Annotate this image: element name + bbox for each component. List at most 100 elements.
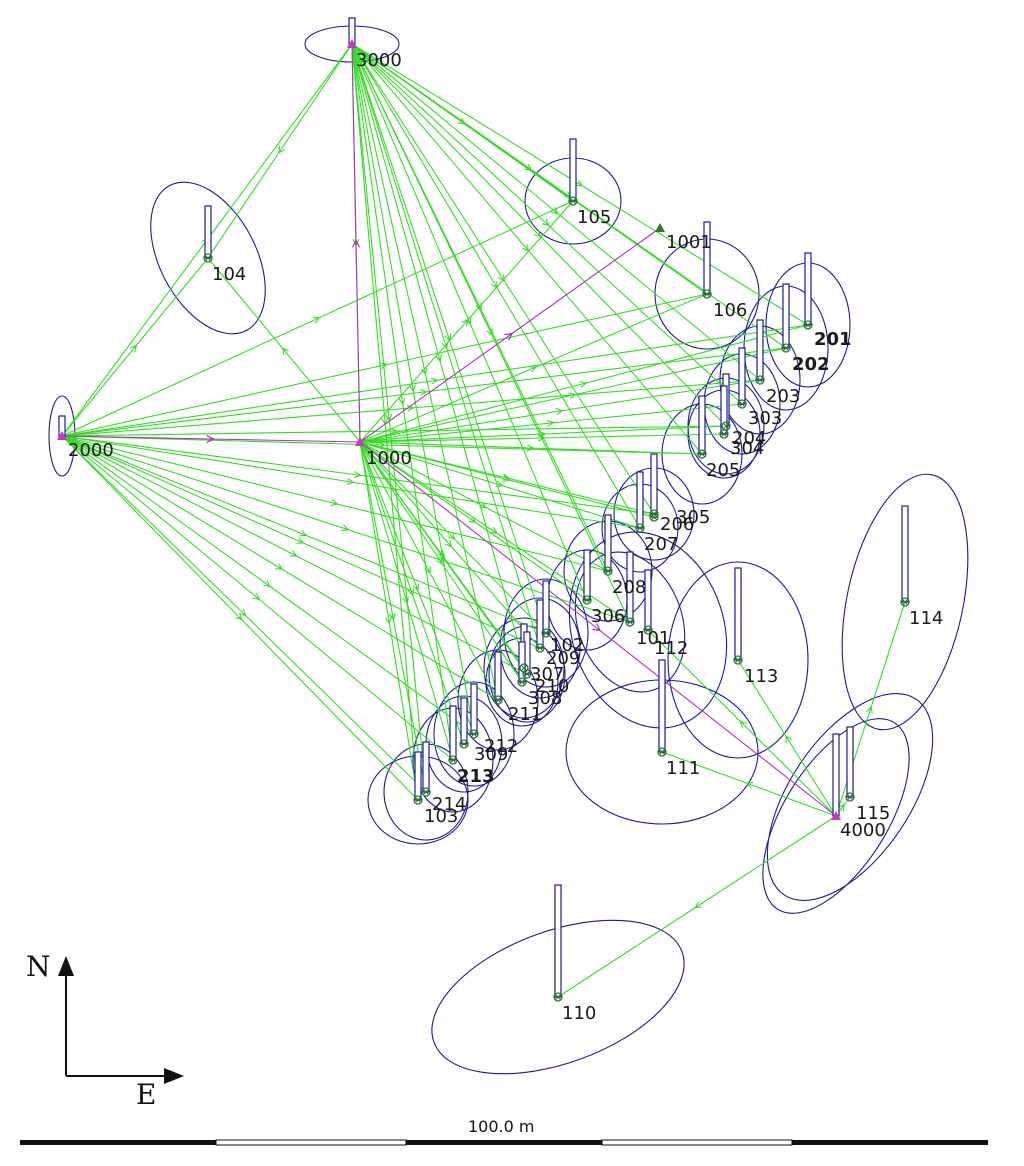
observation-line-3000-209 xyxy=(351,43,541,649)
station-marker-203 xyxy=(755,375,765,385)
error-ellipse-112 xyxy=(568,531,728,729)
station-label-308: 308 xyxy=(528,688,562,709)
station-marker-103 xyxy=(413,795,423,805)
scale-bar-segment xyxy=(601,1139,793,1146)
station-label-214: 214 xyxy=(432,794,466,815)
station-marker-104 xyxy=(203,253,213,263)
error-ellipse-102 xyxy=(503,578,589,688)
observation-line-1000-210 xyxy=(359,441,528,675)
scale-bar-label: 100.0 m xyxy=(468,1117,534,1136)
observation-line-1000-309 xyxy=(359,441,465,745)
observation-line-1000-208 xyxy=(359,441,609,572)
observation-line-1000-305 xyxy=(359,441,655,518)
observation-line-1000-204 xyxy=(359,425,727,443)
observation-line-2000-212 xyxy=(61,435,475,735)
observation-line-2000-208 xyxy=(61,435,609,572)
scale-bar: 100.0 m xyxy=(20,1117,988,1146)
height-error-bar-105 xyxy=(569,138,577,202)
observation-line-3000-207 xyxy=(351,43,641,529)
station-label-2000: 2000 xyxy=(68,440,114,461)
height-error-bar-206 xyxy=(650,453,658,515)
observation-line-3000-214 xyxy=(351,43,427,793)
height-error-bar-103 xyxy=(414,751,422,801)
station-marker-209 xyxy=(535,643,545,653)
observation-line-2000-213 xyxy=(61,435,454,761)
observation-line-2000-207 xyxy=(61,435,641,529)
height-error-bar-115 xyxy=(846,726,854,798)
observation-line-1000-214 xyxy=(359,441,427,793)
observation-line-3000-201 xyxy=(351,43,809,326)
station-marker-205 xyxy=(697,449,707,459)
station-marker-211 xyxy=(493,695,503,705)
station-label-211: 211 xyxy=(508,704,542,725)
height-error-bar-102 xyxy=(542,580,550,634)
station-label-105: 105 xyxy=(577,207,611,228)
height-error-bar-306 xyxy=(583,549,591,601)
station-marker-102 xyxy=(541,628,551,638)
station-label-113: 113 xyxy=(744,666,778,687)
observation-line-2000-203 xyxy=(61,379,761,437)
observation-line-3000-103 xyxy=(351,43,419,801)
north-arrow-head xyxy=(58,956,74,976)
station-marker-212 xyxy=(469,729,479,739)
observation-line-3000-104 xyxy=(207,43,353,259)
observation-line-3000-202 xyxy=(351,43,787,349)
observation-line-2000-105 xyxy=(61,200,574,437)
station-marker-115 xyxy=(845,792,855,802)
station-label-202: 202 xyxy=(792,354,830,375)
observation-line-3000-203 xyxy=(351,43,761,381)
station-label-115: 115 xyxy=(856,803,890,824)
scale-bar-segment xyxy=(20,1140,216,1145)
north-arrow: N E xyxy=(26,950,184,1111)
error-ellipse-104 xyxy=(150,181,266,335)
height-error-bar-205 xyxy=(698,395,706,455)
observation-line-2000-103 xyxy=(61,435,419,801)
observation-line-2000-204 xyxy=(61,425,727,437)
observation-line-3000-303 xyxy=(351,43,743,405)
observation-line-1000-212 xyxy=(359,441,475,735)
station-label-102: 102 xyxy=(550,635,584,656)
station-marker-308 xyxy=(517,677,527,687)
east-arrow-head xyxy=(164,1068,184,1084)
observation-line-1000-303 xyxy=(359,403,743,443)
observation-line-3000-206 xyxy=(351,43,655,515)
observation-line-2000-201 xyxy=(61,324,809,437)
height-error-bar-213 xyxy=(449,705,457,761)
height-error-bar-113 xyxy=(734,567,742,661)
scale-bar-segment xyxy=(406,1140,602,1145)
station-label-201: 201 xyxy=(814,329,852,350)
station-markers xyxy=(57,39,910,1002)
observation-line-1000-106 xyxy=(359,293,708,443)
observation-line-1000-203 xyxy=(359,379,761,443)
station-marker-105 xyxy=(568,196,578,206)
observation-line-1000-202 xyxy=(359,347,787,443)
observation-line-2000-210 xyxy=(61,435,528,675)
observation-line-2000-102 xyxy=(61,435,547,634)
control-station-marker-2000 xyxy=(57,431,67,440)
height-error-bar-207 xyxy=(636,471,644,529)
control-links xyxy=(61,43,837,817)
station-label-206: 206 xyxy=(660,514,694,535)
observation-line-4000-112 xyxy=(647,629,837,817)
north-label: N xyxy=(26,950,51,983)
observation-line-4000-110 xyxy=(557,815,837,998)
height-error-bar-203 xyxy=(756,319,764,381)
height-error-bar-309 xyxy=(460,697,468,745)
error-ellipse-114 xyxy=(841,473,969,731)
height-error-bar-303 xyxy=(738,347,746,405)
station-label-106: 106 xyxy=(713,300,747,321)
error-ellipse-212 xyxy=(433,681,515,787)
station-label-104: 104 xyxy=(212,264,246,285)
station-label-1000: 1000 xyxy=(366,448,412,469)
station-label-1001: 1001 xyxy=(666,232,712,253)
observation-line-2000-214 xyxy=(61,435,427,793)
station-marker-113 xyxy=(733,655,743,665)
station-label-101: 101 xyxy=(636,628,670,649)
station-label-212: 212 xyxy=(484,736,518,757)
station-label-204: 204 xyxy=(732,428,766,449)
height-error-bar-110 xyxy=(554,884,562,998)
station-label-110: 110 xyxy=(562,1003,596,1024)
station-label-303: 303 xyxy=(748,408,782,429)
station-marker-213 xyxy=(448,755,458,765)
height-error-bar-111 xyxy=(658,659,666,753)
